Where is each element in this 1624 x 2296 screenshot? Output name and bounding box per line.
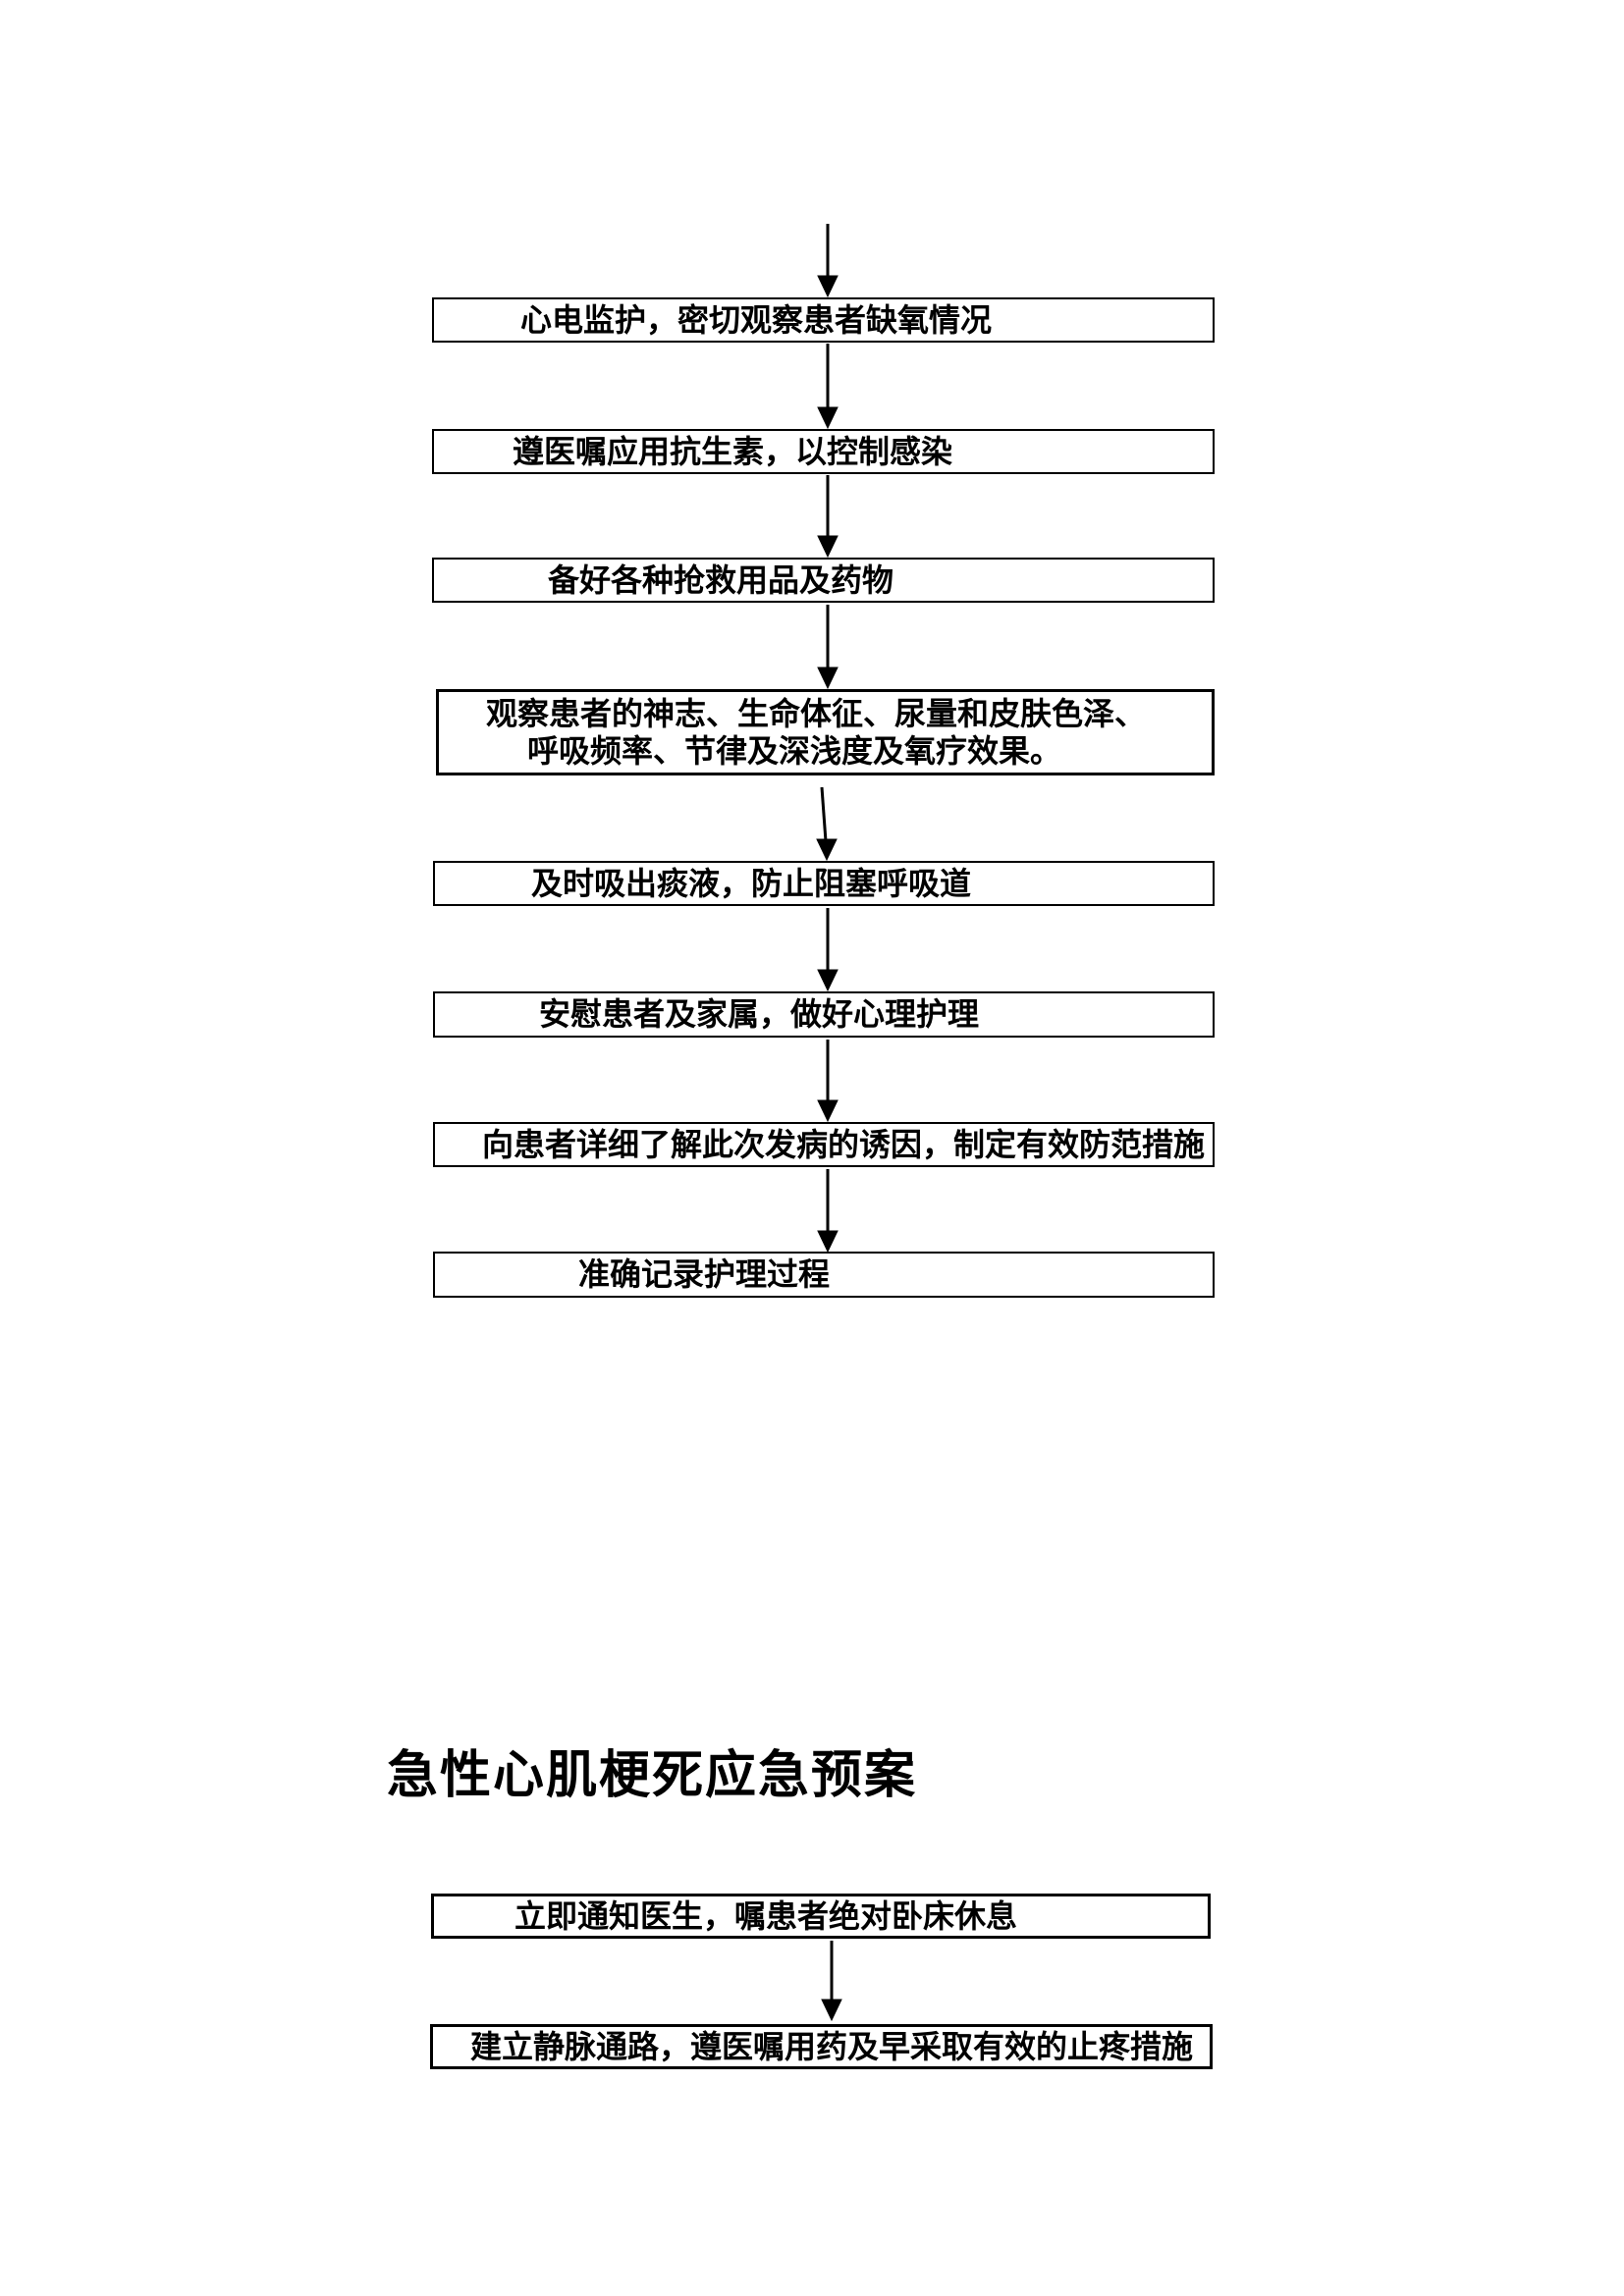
step-notify-doctor: 立即通知医生，嘱患者绝对卧床休息 — [431, 1894, 1211, 1939]
step-label: 备好各种抢救用品及药物 — [548, 561, 894, 598]
down-arrow-icon — [817, 344, 839, 430]
step-label: 安慰患者及家属，做好心理护理 — [539, 996, 980, 1033]
step-label: 及时吸出痰液，防止阻塞呼吸道 — [531, 865, 972, 901]
down-arrow-icon — [817, 1040, 839, 1123]
step-label: 向患者详细了解此次发病的诱因，制定有效防范措施 — [482, 1126, 1206, 1162]
step-label: 心电监护，密切观察患者缺氧情况 — [520, 301, 993, 338]
step-label: 准确记录护理过程 — [578, 1256, 831, 1293]
step-iv-access-pain-relief: 建立静脉通路，遵医嘱用药及早采取有效的止疼措施 — [430, 2024, 1213, 2069]
down-arrow-icon — [817, 908, 839, 992]
step-observe-vitals: 观察患者的神志、生命体征、尿量和皮肤色泽、 呼吸频率、节律及深浅度及氧疗效果。 — [436, 689, 1215, 775]
down-arrow-icon — [821, 1941, 842, 2022]
step-suction-sputum: 及时吸出痰液，防止阻塞呼吸道 — [433, 861, 1215, 906]
down-arrow-icon — [817, 605, 839, 690]
step-label-line2: 呼吸频率、节律及深浅度及氧疗效果。 — [527, 733, 1062, 769]
step-record-nursing: 准确记录护理过程 — [433, 1252, 1215, 1298]
step-label: 建立静脉通路，遵医嘱用药及早采取有效的止疼措施 — [470, 2028, 1194, 2064]
down-arrow-icon — [817, 1169, 839, 1254]
page-title: 急性心肌梗死应急预案 — [387, 1748, 918, 1804]
step-label: 立即通知医生，嘱患者绝对卧床休息 — [514, 1897, 1018, 1934]
step-ecg-monitoring: 心电监护，密切观察患者缺氧情况 — [432, 297, 1215, 343]
step-label-line1: 观察患者的神志、生命体征、尿量和皮肤色泽、 — [486, 695, 1147, 731]
step-label: 遵医嘱应用抗生素，以控制感染 — [513, 433, 953, 469]
step-identify-triggers: 向患者详细了解此次发病的诱因，制定有效防范措施 — [433, 1122, 1215, 1167]
down-arrow-icon — [816, 786, 838, 862]
down-arrow-icon — [817, 224, 839, 298]
step-psychological-care: 安慰患者及家属，做好心理护理 — [433, 991, 1215, 1038]
down-arrow-icon — [817, 475, 839, 559]
step-antibiotics: 遵医嘱应用抗生素，以控制感染 — [432, 429, 1215, 474]
step-prepare-rescue-supplies: 备好各种抢救用品及药物 — [432, 558, 1215, 603]
